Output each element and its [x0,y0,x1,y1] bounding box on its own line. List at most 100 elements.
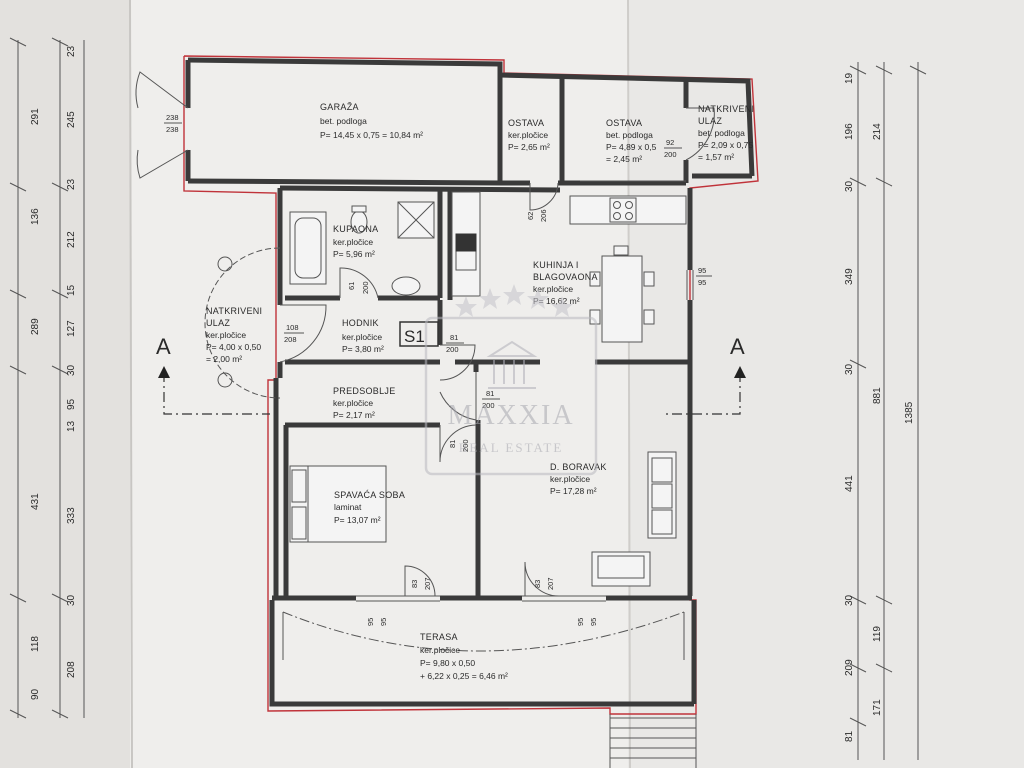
svg-text:ker.pločice: ker.pločice [550,474,590,484]
svg-text:SPAVAĆA SOBA: SPAVAĆA SOBA [334,490,405,500]
svg-text:TERASA: TERASA [420,632,458,642]
right-dimension-inner: 19 196 30 349 30 441 30 209 81 [844,72,855,742]
cut-label-left: A [156,334,171,359]
svg-text:200: 200 [461,439,470,452]
cut-arrow-right-icon [734,366,746,378]
watermark-building-icon [486,340,538,389]
svg-text:bet. podloga: bet. podloga [698,128,745,138]
terrace-steps [609,714,697,768]
svg-text:P= 14,45 x 0,75 = 10,84 m²: P= 14,45 x 0,75 = 10,84 m² [320,130,423,140]
opening-dimensions: 238 238 62 206 92 200 61 200 108 208 81 … [164,113,712,626]
svg-text:OSTAVA: OSTAVA [606,118,642,128]
svg-text:ULAZ: ULAZ [698,116,722,126]
svg-text:30: 30 [844,594,855,606]
svg-text:118: 118 [30,636,41,652]
svg-text:209: 209 [844,659,855,676]
svg-text:207: 207 [423,577,432,590]
svg-text:136: 136 [30,208,41,225]
svg-text:bet. podloga: bet. podloga [320,116,367,126]
svg-text:P= 4,00 x 0,50: P= 4,00 x 0,50 [206,342,261,352]
svg-text:81: 81 [450,333,458,342]
svg-text:30: 30 [66,594,77,606]
watermark-frame [424,316,598,476]
svg-text:95: 95 [366,618,375,626]
svg-text:= 2,45 m²: = 2,45 m² [606,154,642,164]
svg-text:95: 95 [66,398,77,410]
svg-text:19: 19 [844,72,855,84]
svg-text:95: 95 [698,266,706,275]
svg-text:ker.pločice: ker.pločice [508,130,548,140]
svg-text:13: 13 [66,420,77,432]
svg-text:238: 238 [166,113,179,122]
svg-text:P= 16,62 m²: P= 16,62 m² [533,296,580,306]
svg-text:119: 119 [872,626,883,642]
svg-text:95: 95 [698,278,706,287]
svg-text:P= 9,80 x 0,50: P= 9,80 x 0,50 [420,658,475,668]
svg-text:ker.pločice: ker.pločice [206,330,246,340]
svg-text:95: 95 [589,618,598,626]
svg-text:ker.pločice: ker.pločice [333,237,373,247]
left-dimension-outer: 23 291 23 136 15 289 30 13 431 30 118 90 [30,45,77,700]
svg-text:206: 206 [539,209,548,222]
paper-main [130,0,630,768]
svg-text:ker.pločice: ker.pločice [342,332,382,342]
room-predsoblje: PREDSOBLJE ker.pločice P= 2,17 m² [333,386,396,420]
room-boravak: D. BORAVAK ker.pločice P= 17,28 m² [550,462,607,496]
dining-table-icon [601,255,643,343]
section-cut: A A [156,334,746,415]
right-dimension-lines [849,62,927,760]
svg-text:200: 200 [664,150,677,159]
walls [185,57,755,707]
svg-text:P= 2,65 m²: P= 2,65 m² [508,142,550,152]
svg-text:D. BORAVAK: D. BORAVAK [550,462,607,472]
svg-text:200: 200 [446,345,459,354]
right-dimension-middle: 214 881 119 171 [872,123,883,716]
svg-text:208: 208 [66,661,77,678]
svg-text:GARAŽA: GARAŽA [320,102,359,112]
svg-text:200: 200 [361,281,370,294]
room-kuhinja: KUHINJA I BLAGOVAONA ker.pločice P= 16,6… [533,260,598,306]
svg-text:laminat: laminat [334,502,362,512]
svg-text:KUHINJA I: KUHINJA I [533,260,579,270]
svg-text:196: 196 [844,123,855,140]
svg-text:127: 127 [66,320,77,337]
room-spavaca-soba: SPAVAĆA SOBA laminat P= 13,07 m² [334,490,405,525]
room-terasa: TERASA ker.pločice P= 9,80 x 0,50 + 6,22… [420,632,508,681]
paper-left [0,0,132,768]
room-hodnik: HODNIK ker.pločice P= 3,80 m² [342,318,384,354]
svg-text:NATKRIVENI: NATKRIVENI [206,306,262,316]
room-ostava-1: OSTAVA ker.pločice P= 2,65 m² [508,118,550,152]
svg-text:95: 95 [576,618,585,626]
svg-text:P= 3,80 m²: P= 3,80 m² [342,344,384,354]
svg-text:207: 207 [546,577,555,590]
svg-text:95: 95 [379,618,388,626]
svg-text:23: 23 [66,178,77,190]
svg-text:349: 349 [844,268,855,285]
svg-text:291: 291 [30,108,41,125]
left-dimension-inner: 245 212 127 95 333 208 [66,111,77,678]
svg-text:23: 23 [66,45,77,57]
svg-text:ker.pločice: ker.pločice [420,645,460,655]
svg-text:61: 61 [347,282,356,290]
washbasin-icon [391,276,421,296]
svg-text:333: 333 [66,507,77,524]
svg-text:P= 2,17 m²: P= 2,17 m² [333,410,375,420]
svg-text:NATKRIVENI: NATKRIVENI [698,104,754,114]
svg-text:200: 200 [482,401,495,410]
svg-text:ker.pločice: ker.pločice [533,284,573,294]
svg-text:245: 245 [66,111,77,128]
svg-text:30: 30 [844,180,855,192]
svg-text:P= 5,96 m²: P= 5,96 m² [333,249,375,259]
right-dimension-outer: 1385 [904,401,915,424]
svg-text:PREDSOBLJE: PREDSOBLJE [333,386,396,396]
svg-text:90: 90 [30,688,41,700]
svg-text:81: 81 [844,730,855,742]
watermark-brand: MAXXIA [447,400,574,431]
svg-text:P= 13,07 m²: P= 13,07 m² [334,515,381,525]
svg-text:ker.pločice: ker.pločice [333,398,373,408]
svg-text:1385: 1385 [904,401,915,424]
furniture [289,191,697,768]
svg-text:ULAZ: ULAZ [206,318,230,328]
svg-text:HODNIK: HODNIK [342,318,379,328]
